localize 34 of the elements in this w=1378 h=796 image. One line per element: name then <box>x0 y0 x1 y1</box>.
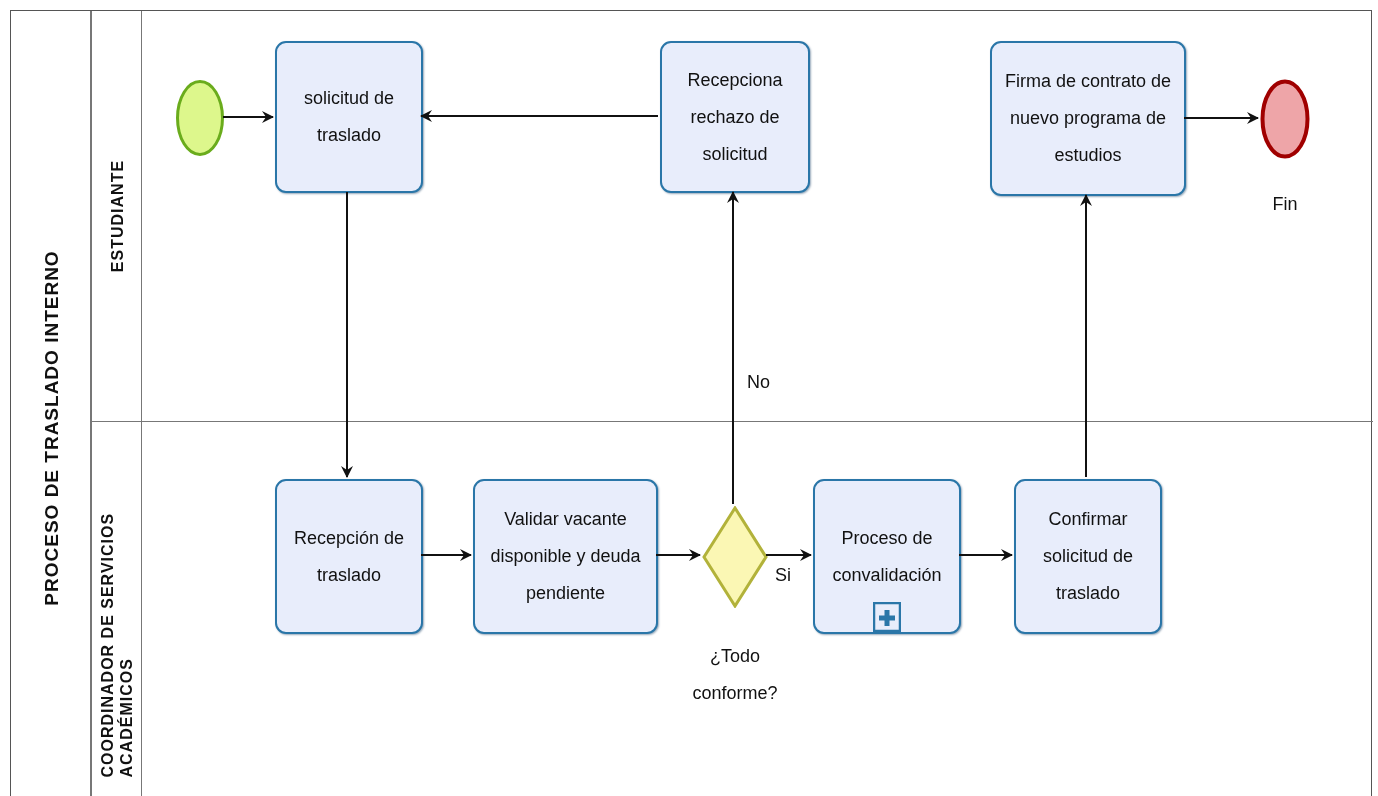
task-label: Confirmar solicitud de traslado <box>1041 508 1135 605</box>
arrow <box>1080 194 1092 478</box>
arrow <box>222 111 274 123</box>
task-label: Validar vacante disponible y deuda pendiente <box>489 508 642 605</box>
arrow <box>765 549 812 561</box>
swimlane <box>91 421 1373 796</box>
task-box <box>275 479 423 634</box>
pool-title: PROCESO DE TRASLADO INTERNO <box>41 249 61 606</box>
task-label: Recepciona rechazo de solicitud <box>686 68 784 166</box>
end-event-circle <box>1260 79 1310 159</box>
task-label: solicitud de traslado <box>302 87 396 147</box>
arrow <box>341 191 353 478</box>
task-box <box>473 479 658 634</box>
lane-title: COORDINADOR DE SERVICIOS ACADÉMICOS <box>98 511 136 778</box>
arrow <box>727 191 739 505</box>
task-box <box>660 41 810 193</box>
task-label: Proceso de convalidación <box>831 526 943 587</box>
task-label: Firma de contrato de nuevo programa de estudios <box>1003 70 1173 167</box>
start-event-circle <box>175 79 225 157</box>
task-box <box>1014 479 1162 634</box>
arrow <box>1183 112 1259 124</box>
arrow <box>958 549 1013 561</box>
gateway-diamond <box>702 506 768 608</box>
arrow <box>420 549 472 561</box>
pool <box>10 10 1372 796</box>
event-label: Fin <box>1271 193 1299 216</box>
lane-title: ESTUDIANTE <box>107 158 127 275</box>
task-box <box>275 41 423 193</box>
task-label: Recepción de traslado <box>292 526 406 587</box>
subprocess-box <box>813 479 961 634</box>
arrow <box>655 549 701 561</box>
task-box <box>990 41 1186 196</box>
arrow <box>420 110 659 122</box>
event-label: ¿Todo conforme? <box>691 645 779 705</box>
